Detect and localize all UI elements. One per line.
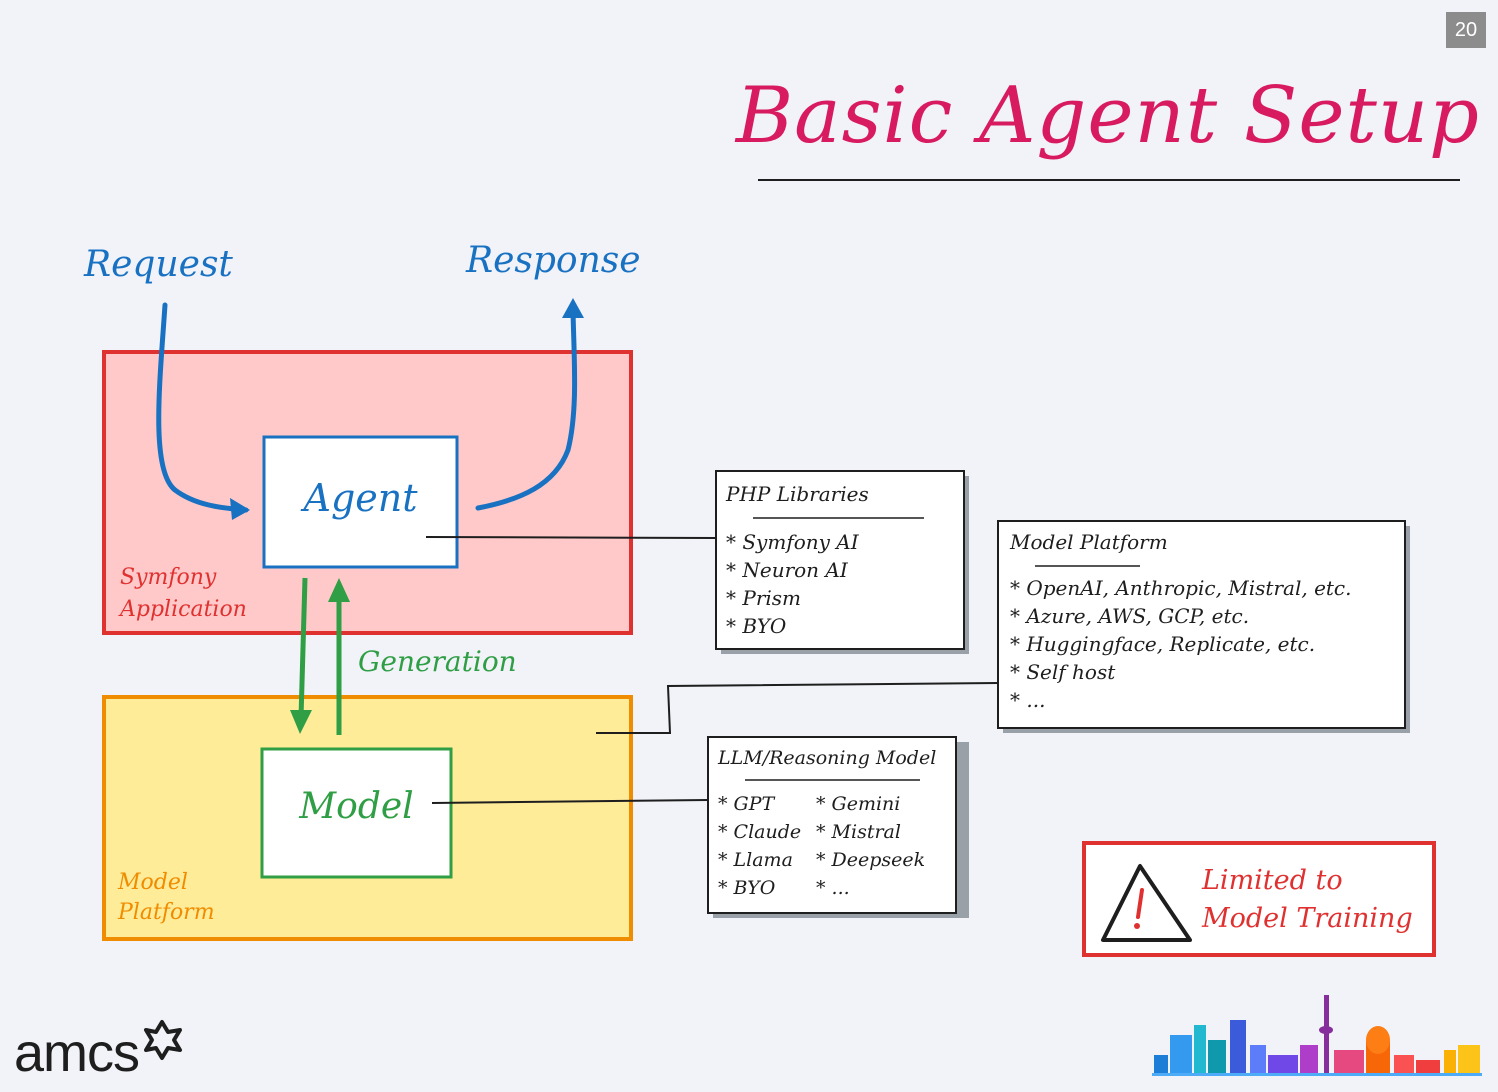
list-item: * Mistral bbox=[816, 821, 901, 843]
list-item: * Symfony AI bbox=[726, 530, 859, 554]
platform-to-model-platform-connector bbox=[596, 682, 999, 734]
warning-text: Limited to Model Training bbox=[1202, 862, 1413, 938]
php-libraries-note bbox=[715, 470, 965, 650]
model-label: Model bbox=[299, 786, 414, 827]
php-libraries-title: PHP Libraries bbox=[726, 482, 869, 506]
model-platform-line1: Model bbox=[118, 870, 188, 895]
agent-label: Agent bbox=[303, 476, 418, 520]
llm-models-col1: * GPT * Claude * Llama * BYO bbox=[718, 790, 816, 902]
agent-box bbox=[262, 435, 459, 569]
list-item: * BYO bbox=[718, 877, 776, 899]
generation-label: Generation bbox=[358, 645, 517, 678]
list-item: * Claude bbox=[718, 821, 802, 843]
model-box bbox=[260, 747, 453, 879]
model-platform-note bbox=[997, 520, 1406, 729]
amcs-logo-mark bbox=[144, 1020, 182, 1060]
request-arrow bbox=[156, 302, 250, 520]
list-item: * Neuron AI bbox=[726, 558, 848, 582]
slide-number: 20 bbox=[1446, 12, 1486, 48]
list-item: * GPT bbox=[718, 793, 775, 815]
city-skyline-icon bbox=[1152, 995, 1482, 1076]
list-item: * Huggingface, Replicate, etc. bbox=[1010, 632, 1316, 656]
list-item: * BYO bbox=[726, 614, 787, 638]
response-arrow bbox=[475, 298, 584, 511]
model-platform-content: Model Platform * OpenAI, Anthropic, Mist… bbox=[1010, 528, 1352, 714]
response-label: Response bbox=[466, 240, 641, 281]
generation-down-arrow bbox=[290, 577, 312, 734]
llm-models-columns: * GPT * Claude * Llama * BYO * Gemini * … bbox=[718, 790, 946, 902]
llm-models-content: LLM/Reasoning Model * GPT * Claude * Lla… bbox=[718, 744, 946, 902]
list-item: * Llama bbox=[718, 849, 793, 871]
list-item: * Prism bbox=[726, 586, 801, 610]
page-title: Basic Agent Setup bbox=[735, 71, 1480, 161]
warning-line2: Model Training bbox=[1202, 903, 1413, 934]
model-to-llm-connector bbox=[431, 799, 709, 804]
php-libraries-content: PHP Libraries * Symfony AI * Neuron AI *… bbox=[726, 480, 869, 640]
warning-line1: Limited to bbox=[1202, 865, 1343, 896]
list-item: * ... bbox=[816, 877, 850, 899]
list-item: * ... bbox=[1010, 688, 1046, 712]
llm-models-col2: * Gemini * Mistral * Deepseek * ... bbox=[816, 790, 946, 902]
llm-models-note bbox=[707, 736, 957, 914]
model-platform-label: Model Platform bbox=[118, 868, 215, 928]
llm-models-title: LLM/Reasoning Model bbox=[718, 747, 937, 769]
symfony-application-line1: Symfony bbox=[120, 565, 217, 590]
warning-triangle-icon bbox=[1101, 864, 1192, 942]
amcs-logo: amcs bbox=[14, 1023, 140, 1083]
generation-up-arrow bbox=[328, 578, 350, 735]
symfony-application-line2: Application bbox=[120, 597, 247, 622]
list-item: * Azure, AWS, GCP, etc. bbox=[1010, 604, 1250, 628]
list-item: * Self host bbox=[1010, 660, 1116, 684]
agent-to-php-connector bbox=[425, 536, 717, 539]
list-item: * Gemini bbox=[816, 793, 901, 815]
model-platform-line2: Platform bbox=[118, 900, 215, 925]
symfony-application-label: Symfony Application bbox=[120, 562, 247, 626]
list-item: * Deepseek bbox=[816, 849, 926, 871]
request-label: Request bbox=[84, 244, 233, 285]
model-platform-title: Model Platform bbox=[1010, 530, 1168, 554]
list-item: * OpenAI, Anthropic, Mistral, etc. bbox=[1010, 576, 1352, 600]
